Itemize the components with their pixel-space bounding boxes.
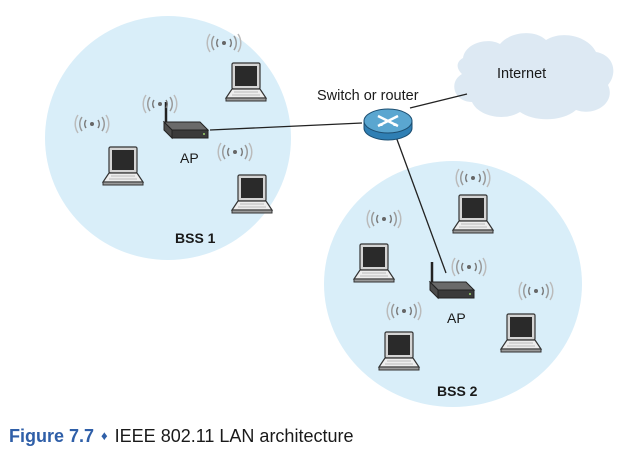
internet-label: Internet bbox=[497, 66, 546, 82]
laptop-icon bbox=[102, 146, 144, 186]
laptop-icon bbox=[378, 331, 420, 371]
ap1-label: AP bbox=[180, 150, 199, 166]
laptop-icon bbox=[353, 243, 395, 283]
router-icon bbox=[363, 108, 413, 141]
network-diagram: Internet Switch or router AP AP BSS 1 BS… bbox=[45, 16, 614, 407]
bss1-area bbox=[45, 16, 291, 260]
link-ap1-router bbox=[209, 122, 363, 131]
bss2-label: BSS 2 bbox=[437, 383, 478, 399]
switch-router-label: Switch or router bbox=[317, 88, 419, 104]
laptop-icon bbox=[231, 174, 273, 214]
link-router-internet bbox=[409, 93, 468, 109]
laptop-icon bbox=[225, 62, 267, 102]
ap2-label: AP bbox=[447, 310, 466, 326]
figure-number: Figure 7.7 bbox=[9, 426, 95, 446]
laptop-icon bbox=[500, 313, 542, 353]
figure-caption: Figure 7.7 ♦ IEEE 802.11 LAN architecture bbox=[9, 426, 353, 447]
caption-text: IEEE 802.11 LAN architecture bbox=[114, 426, 354, 446]
bss1-label: BSS 1 bbox=[175, 230, 216, 246]
link-router-ap2 bbox=[394, 133, 447, 274]
laptop-icon bbox=[452, 194, 494, 234]
caption-separator: ♦ bbox=[101, 428, 108, 443]
internet-cloud bbox=[454, 33, 614, 120]
